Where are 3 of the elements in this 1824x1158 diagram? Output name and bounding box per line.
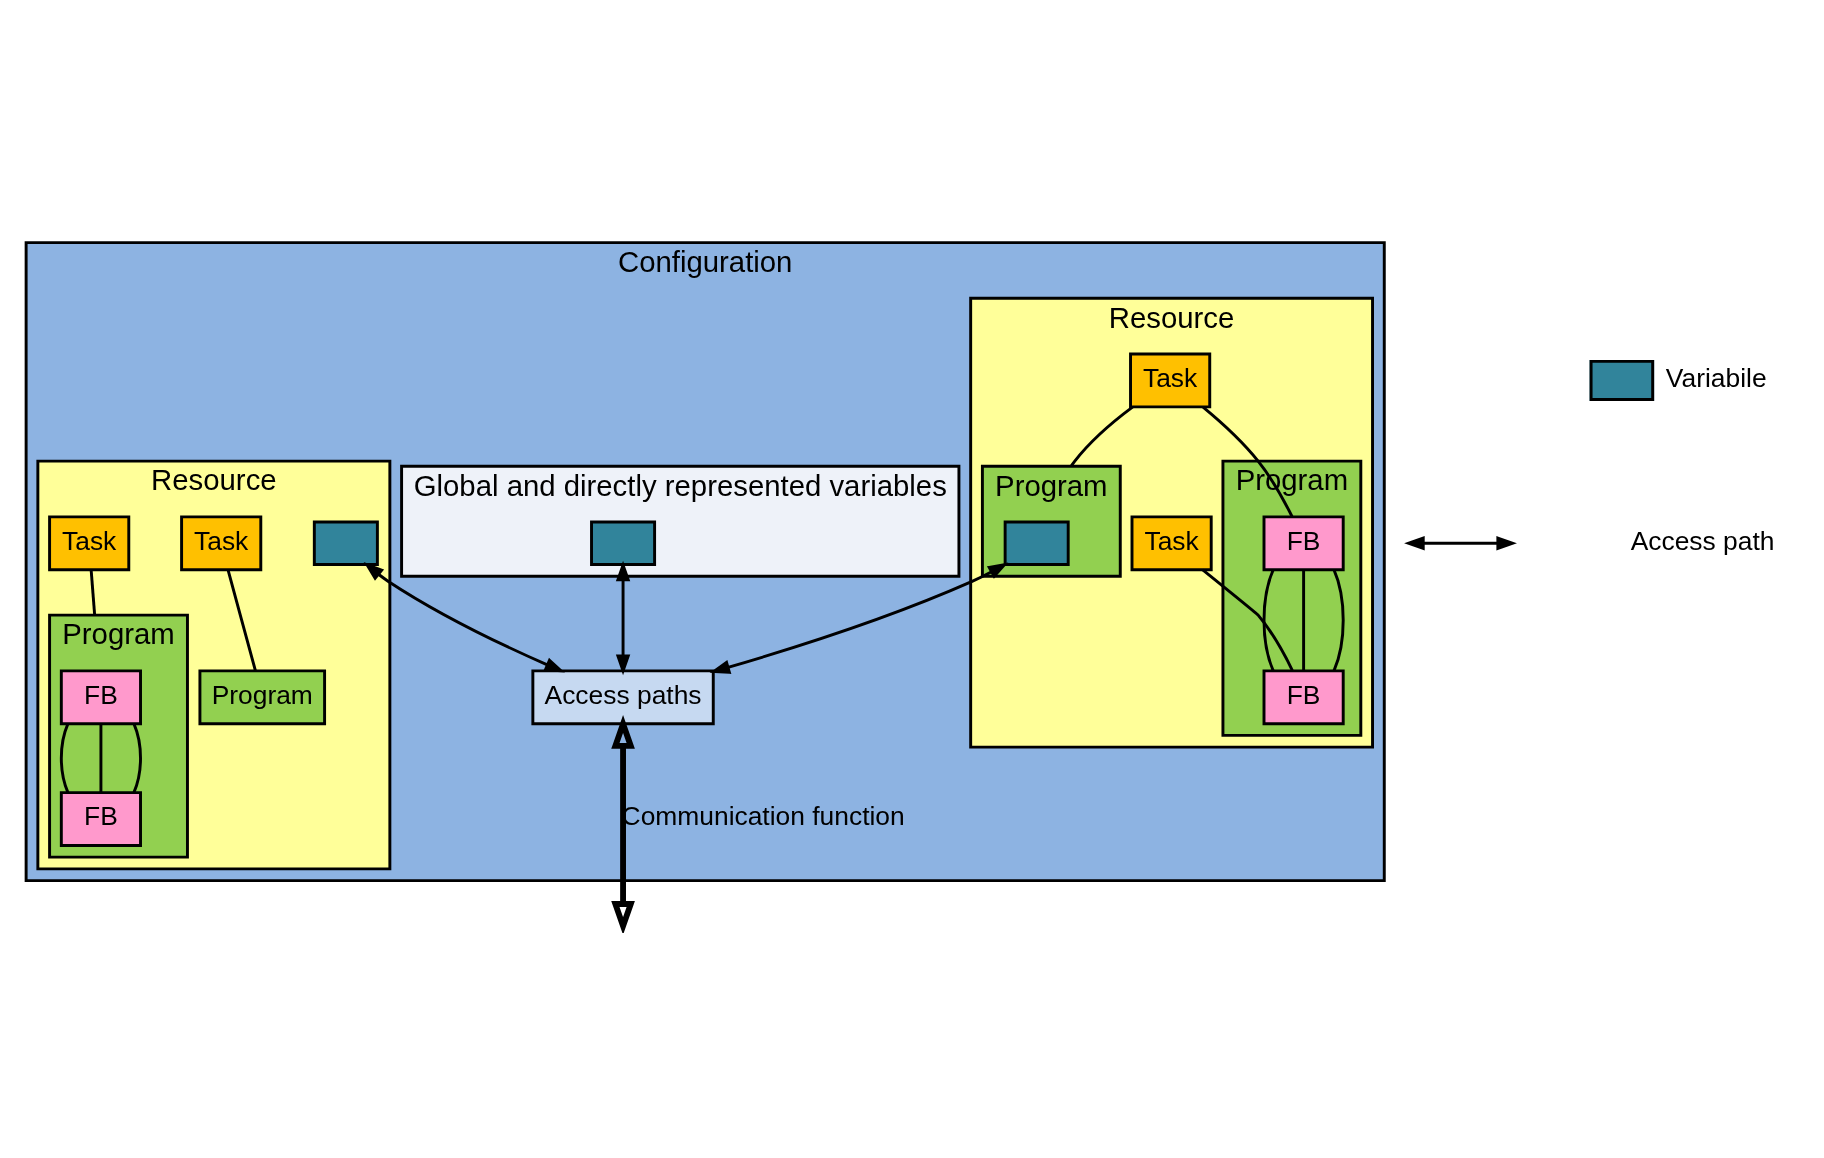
edge-label: Communication function	[621, 801, 905, 832]
legend-label: Variabile	[1665, 362, 1767, 393]
legend-label: Access path	[1630, 525, 1775, 556]
